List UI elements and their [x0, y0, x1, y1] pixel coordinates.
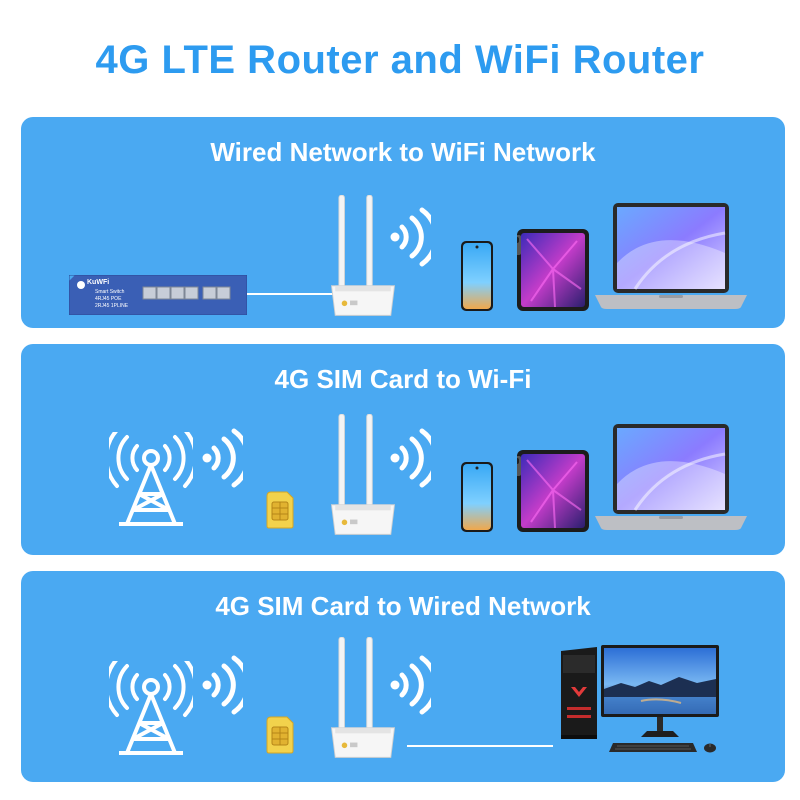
panel-sim-to-wifi: 4G SIM Card to Wi-Fi [21, 344, 785, 555]
cell-tower-icon [109, 432, 193, 528]
smartphone-icon [461, 462, 493, 532]
switch-model: Smart Switch [95, 289, 125, 295]
panel-sim-to-wired: 4G SIM Card to Wired Network [21, 571, 785, 782]
keyboard-icon [609, 743, 697, 753]
monitor-icon [601, 645, 719, 741]
page-title: 4G LTE Router and WiFi Router [95, 38, 705, 82]
laptop-icon [595, 203, 747, 311]
wifi-signal-icon [199, 655, 243, 715]
switch-ports: 2RJ45 1PLINE [95, 303, 129, 309]
wifi-signal-icon [199, 428, 243, 488]
sim-card-icon [265, 715, 295, 755]
sim-card-icon [265, 490, 295, 530]
tablet-icon [517, 229, 589, 311]
smartphone-icon [461, 241, 493, 311]
mouse-icon [703, 743, 717, 753]
laptop-icon [595, 424, 747, 532]
panel-wired-to-wifi: Wired Network to WiFi Network KuWFi Smar… [21, 117, 785, 328]
switch-brand: KuWFi [87, 279, 110, 286]
tablet-icon [517, 450, 589, 532]
wifi-signal-icon [387, 428, 431, 488]
panel-title: 4G SIM Card to Wired Network [215, 591, 591, 621]
desktop-pc-icon [557, 647, 601, 739]
ethernet-cable [407, 745, 553, 747]
wifi-signal-icon [387, 207, 431, 267]
panel-title: Wired Network to WiFi Network [210, 137, 596, 167]
switch-spec: 4RJ45 POE [95, 296, 122, 302]
panel-title: 4G SIM Card to Wi-Fi [274, 364, 532, 394]
cell-tower-icon [109, 661, 193, 757]
ethernet-cable [247, 293, 335, 295]
wifi-signal-icon [387, 655, 431, 715]
network-switch-icon: KuWFi Smart Switch 4RJ45 POE 2RJ45 1PLIN… [69, 275, 247, 315]
